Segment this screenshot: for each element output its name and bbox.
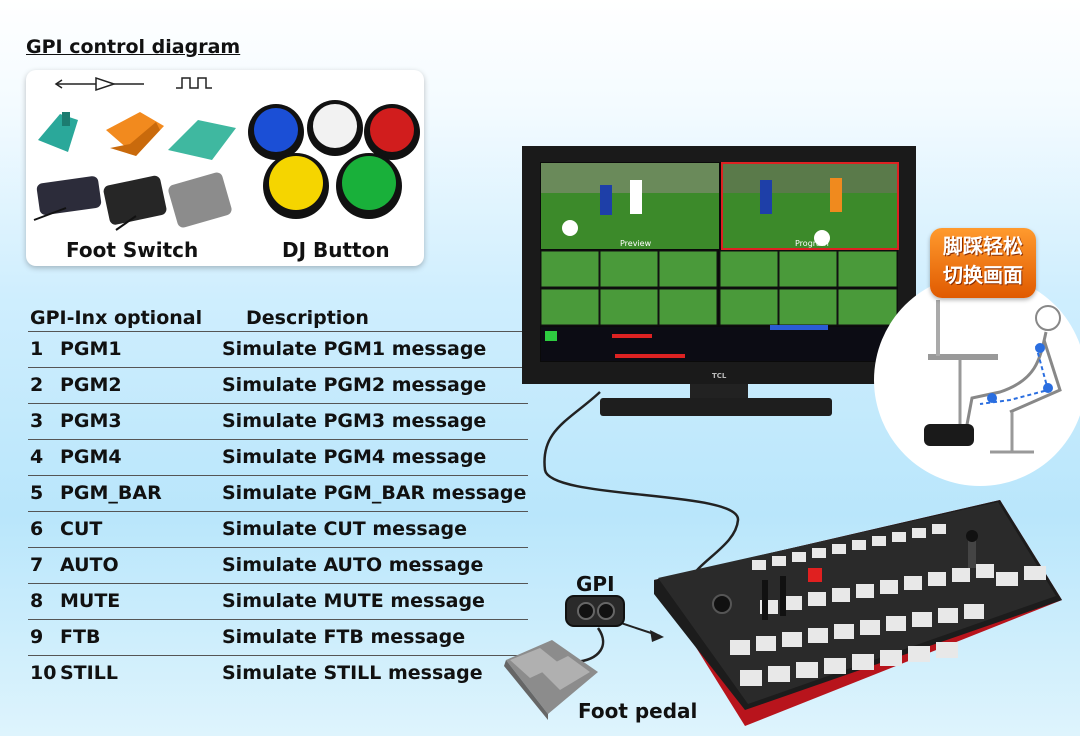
gpi-label: GPI bbox=[576, 572, 615, 596]
table-row: 9 FTB Simulate FTB message bbox=[28, 620, 528, 656]
row-number: 8 bbox=[30, 590, 44, 612]
table-row: 6 CUT Simulate CUT message bbox=[28, 512, 528, 548]
row-description: Simulate PGM2 message bbox=[222, 374, 487, 396]
foot-switch-icon bbox=[33, 112, 236, 231]
row-number: 3 bbox=[30, 410, 44, 432]
row-description: Simulate CUT message bbox=[222, 518, 467, 540]
row-name: MUTE bbox=[60, 590, 121, 612]
row-number: 6 bbox=[30, 518, 44, 540]
monitor-brand: TCL bbox=[712, 372, 727, 380]
row-description: Simulate PGM4 message bbox=[222, 446, 487, 468]
foot-pedal-icon bbox=[504, 640, 598, 720]
device-card: Foot Switch DJ Button bbox=[26, 70, 424, 266]
monitor-icon bbox=[522, 146, 916, 416]
row-number: 7 bbox=[30, 554, 44, 576]
row-name: PGM4 bbox=[60, 446, 122, 468]
chinese-badge: 脚踩轻松 切换画面 bbox=[930, 228, 1036, 298]
row-description: Simulate STILL message bbox=[222, 662, 483, 684]
monitor-program-label: Program bbox=[795, 239, 829, 248]
diagram-title: GPI control diagram bbox=[26, 36, 241, 58]
table-header: GPI-Inx optional Description bbox=[28, 305, 528, 332]
row-description: Simulate PGM1 message bbox=[222, 338, 487, 360]
table-row: 1 PGM1 Simulate PGM1 message bbox=[28, 332, 528, 368]
row-name: FTB bbox=[60, 626, 101, 648]
row-description: Simulate FTB message bbox=[222, 626, 466, 648]
row-name: PGM1 bbox=[60, 338, 122, 360]
header-description: Description bbox=[246, 307, 369, 329]
row-description: Simulate PGM3 message bbox=[222, 410, 487, 432]
signal-symbol-icon bbox=[54, 76, 212, 92]
row-name: PGM_BAR bbox=[60, 482, 162, 504]
row-number: 5 bbox=[30, 482, 44, 504]
table-row: 7 AUTO Simulate AUTO message bbox=[28, 548, 528, 584]
video-switcher-icon bbox=[654, 500, 1062, 726]
gpi-connector-icon bbox=[565, 595, 625, 627]
table-row: 2 PGM2 Simulate PGM2 message bbox=[28, 368, 528, 404]
row-number: 1 bbox=[30, 338, 44, 360]
table-row: 8 MUTE Simulate MUTE message bbox=[28, 584, 528, 620]
row-name: PGM3 bbox=[60, 410, 122, 432]
row-name: AUTO bbox=[60, 554, 119, 576]
row-number: 4 bbox=[30, 446, 44, 468]
row-description: Simulate MUTE message bbox=[222, 590, 485, 612]
foot-pedal-label: Foot pedal bbox=[578, 699, 698, 723]
row-number: 2 bbox=[30, 374, 44, 396]
dj-button-icon bbox=[248, 100, 420, 219]
table-row: 5 PGM_BAR Simulate PGM_BAR message bbox=[28, 476, 528, 512]
row-description: Simulate AUTO message bbox=[222, 554, 484, 576]
row-number: 9 bbox=[30, 626, 44, 648]
foot-switch-caption: Foot Switch bbox=[66, 238, 199, 262]
chinese-badge-line1: 脚踩轻松 bbox=[943, 234, 1023, 258]
table-row: 3 PGM3 Simulate PGM3 message bbox=[28, 404, 528, 440]
row-name: PGM2 bbox=[60, 374, 122, 396]
table-row: 4 PGM4 Simulate PGM4 message bbox=[28, 440, 528, 476]
monitor-preview-label: Preview bbox=[620, 239, 652, 248]
device-illustrations bbox=[33, 76, 420, 231]
row-description: Simulate PGM_BAR message bbox=[222, 482, 527, 504]
pedal-cable bbox=[574, 627, 605, 664]
row-number: 10 bbox=[30, 662, 57, 684]
dj-button-caption: DJ Button bbox=[282, 238, 390, 262]
header-optional: GPI-Inx optional bbox=[30, 307, 203, 329]
monitor-cable bbox=[543, 391, 740, 581]
person-at-desk-icon bbox=[874, 274, 1080, 486]
chinese-badge-line2: 切换画面 bbox=[943, 263, 1023, 287]
row-name: STILL bbox=[60, 662, 118, 684]
row-name: CUT bbox=[60, 518, 103, 540]
